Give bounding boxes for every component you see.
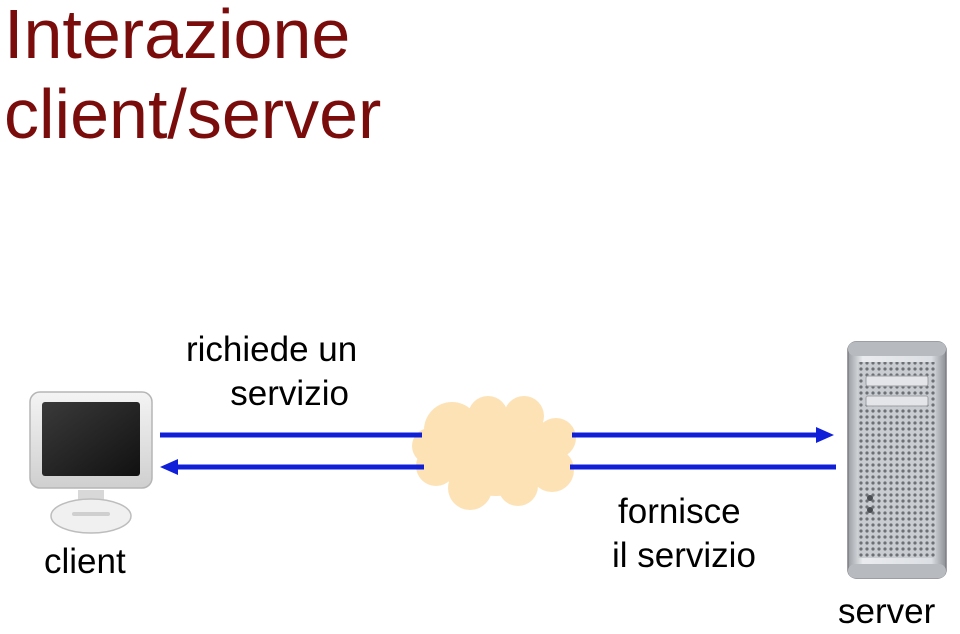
tower-server-icon <box>847 341 947 579</box>
client-label: client <box>44 542 126 581</box>
page-title: Interazione client/server <box>4 0 381 154</box>
request-label: richiede un servizio <box>186 328 357 416</box>
server-label: server <box>838 592 936 631</box>
response-label-line-2: il servizio <box>612 536 756 575</box>
request-arrow <box>160 427 834 443</box>
response-arrow <box>160 459 836 475</box>
title-line-2: client/server <box>4 75 382 153</box>
response-label: fornisce il servizio <box>612 490 756 578</box>
request-label-line-2: servizio <box>230 374 349 413</box>
desktop-computer-icon <box>29 391 153 534</box>
request-label-line-1: richiede un <box>186 330 358 369</box>
response-label-line-1: fornisce <box>618 492 741 531</box>
title-line-1: Interazione <box>4 0 351 73</box>
cloud-icon <box>412 396 576 510</box>
